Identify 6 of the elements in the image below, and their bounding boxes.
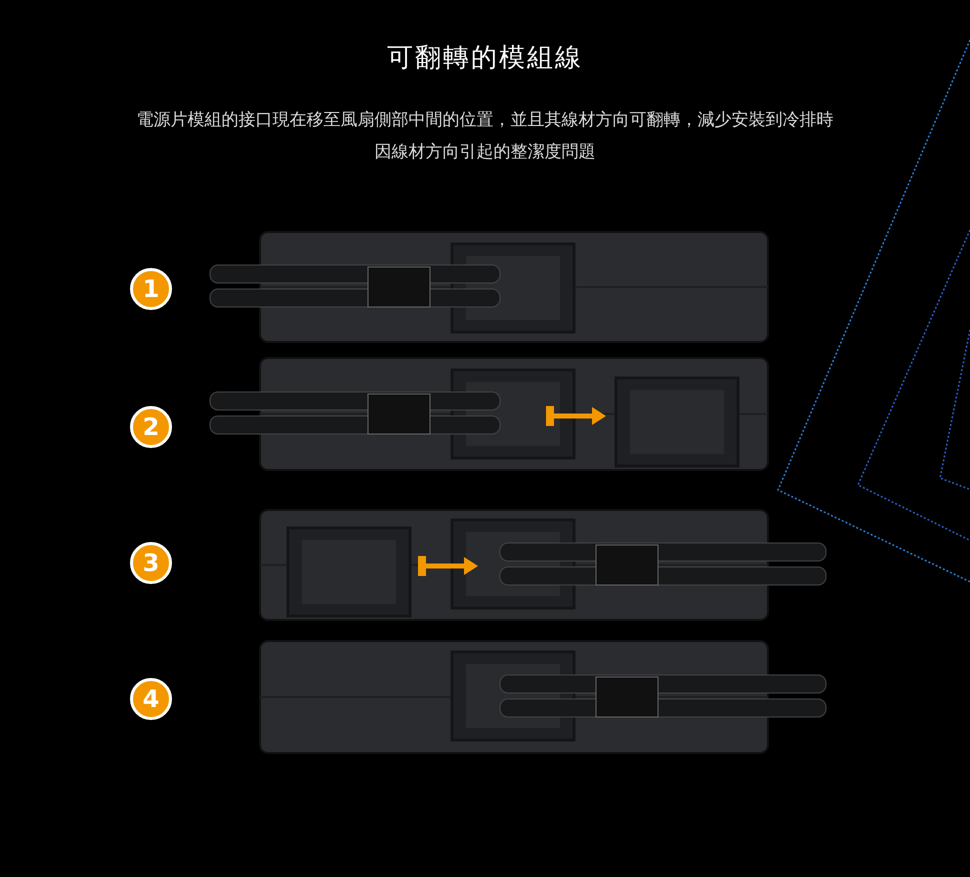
step-number: 2 <box>130 406 172 448</box>
title: 可翻轉的模組線 <box>386 42 584 75</box>
step-number: 1 <box>130 268 172 310</box>
step-number: 4 <box>130 678 172 720</box>
step-number: 3 <box>130 542 172 584</box>
description-text: 電源片模組的接口現在移至風扇側部中間的位置，並且其線材方向可翻轉，減少安裝到冷排時因線材方向引起的整潔度問題 <box>136 109 834 164</box>
